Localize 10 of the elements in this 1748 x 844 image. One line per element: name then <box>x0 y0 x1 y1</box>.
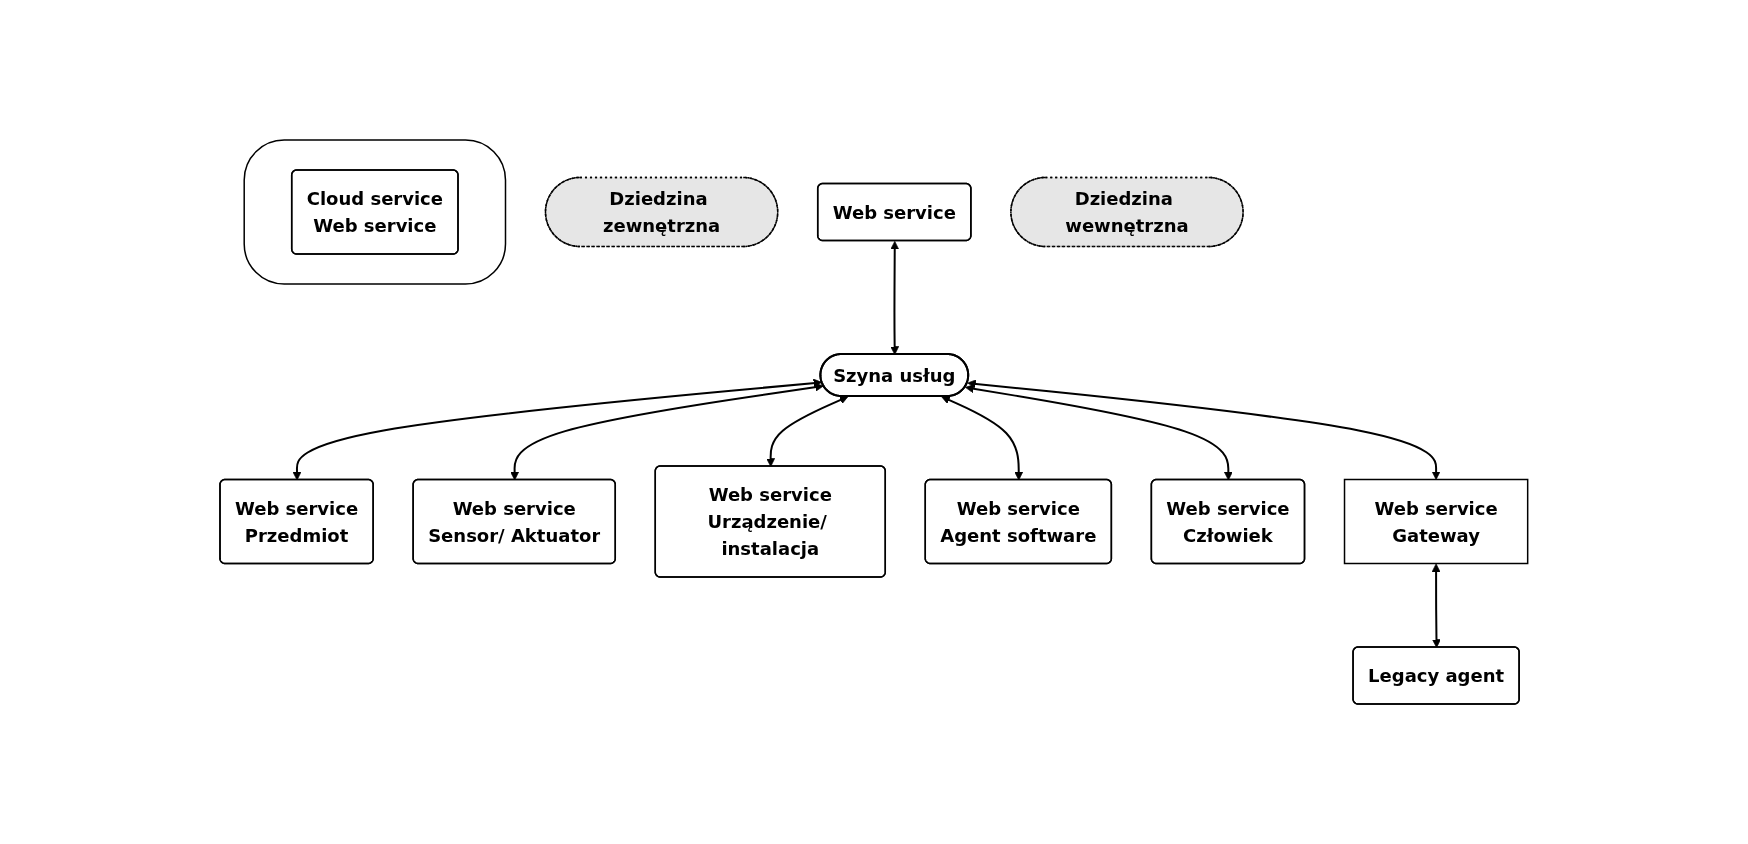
arrow <box>967 379 1441 480</box>
arrow <box>766 395 849 467</box>
arrow <box>292 378 823 481</box>
arrow <box>890 241 900 355</box>
arrow <box>1431 563 1442 648</box>
arrow <box>510 382 824 481</box>
node-box: Web service Gateway <box>1343 478 1529 565</box>
arrow <box>965 384 1233 481</box>
arrow <box>941 395 1024 481</box>
cluster <box>243 139 507 285</box>
